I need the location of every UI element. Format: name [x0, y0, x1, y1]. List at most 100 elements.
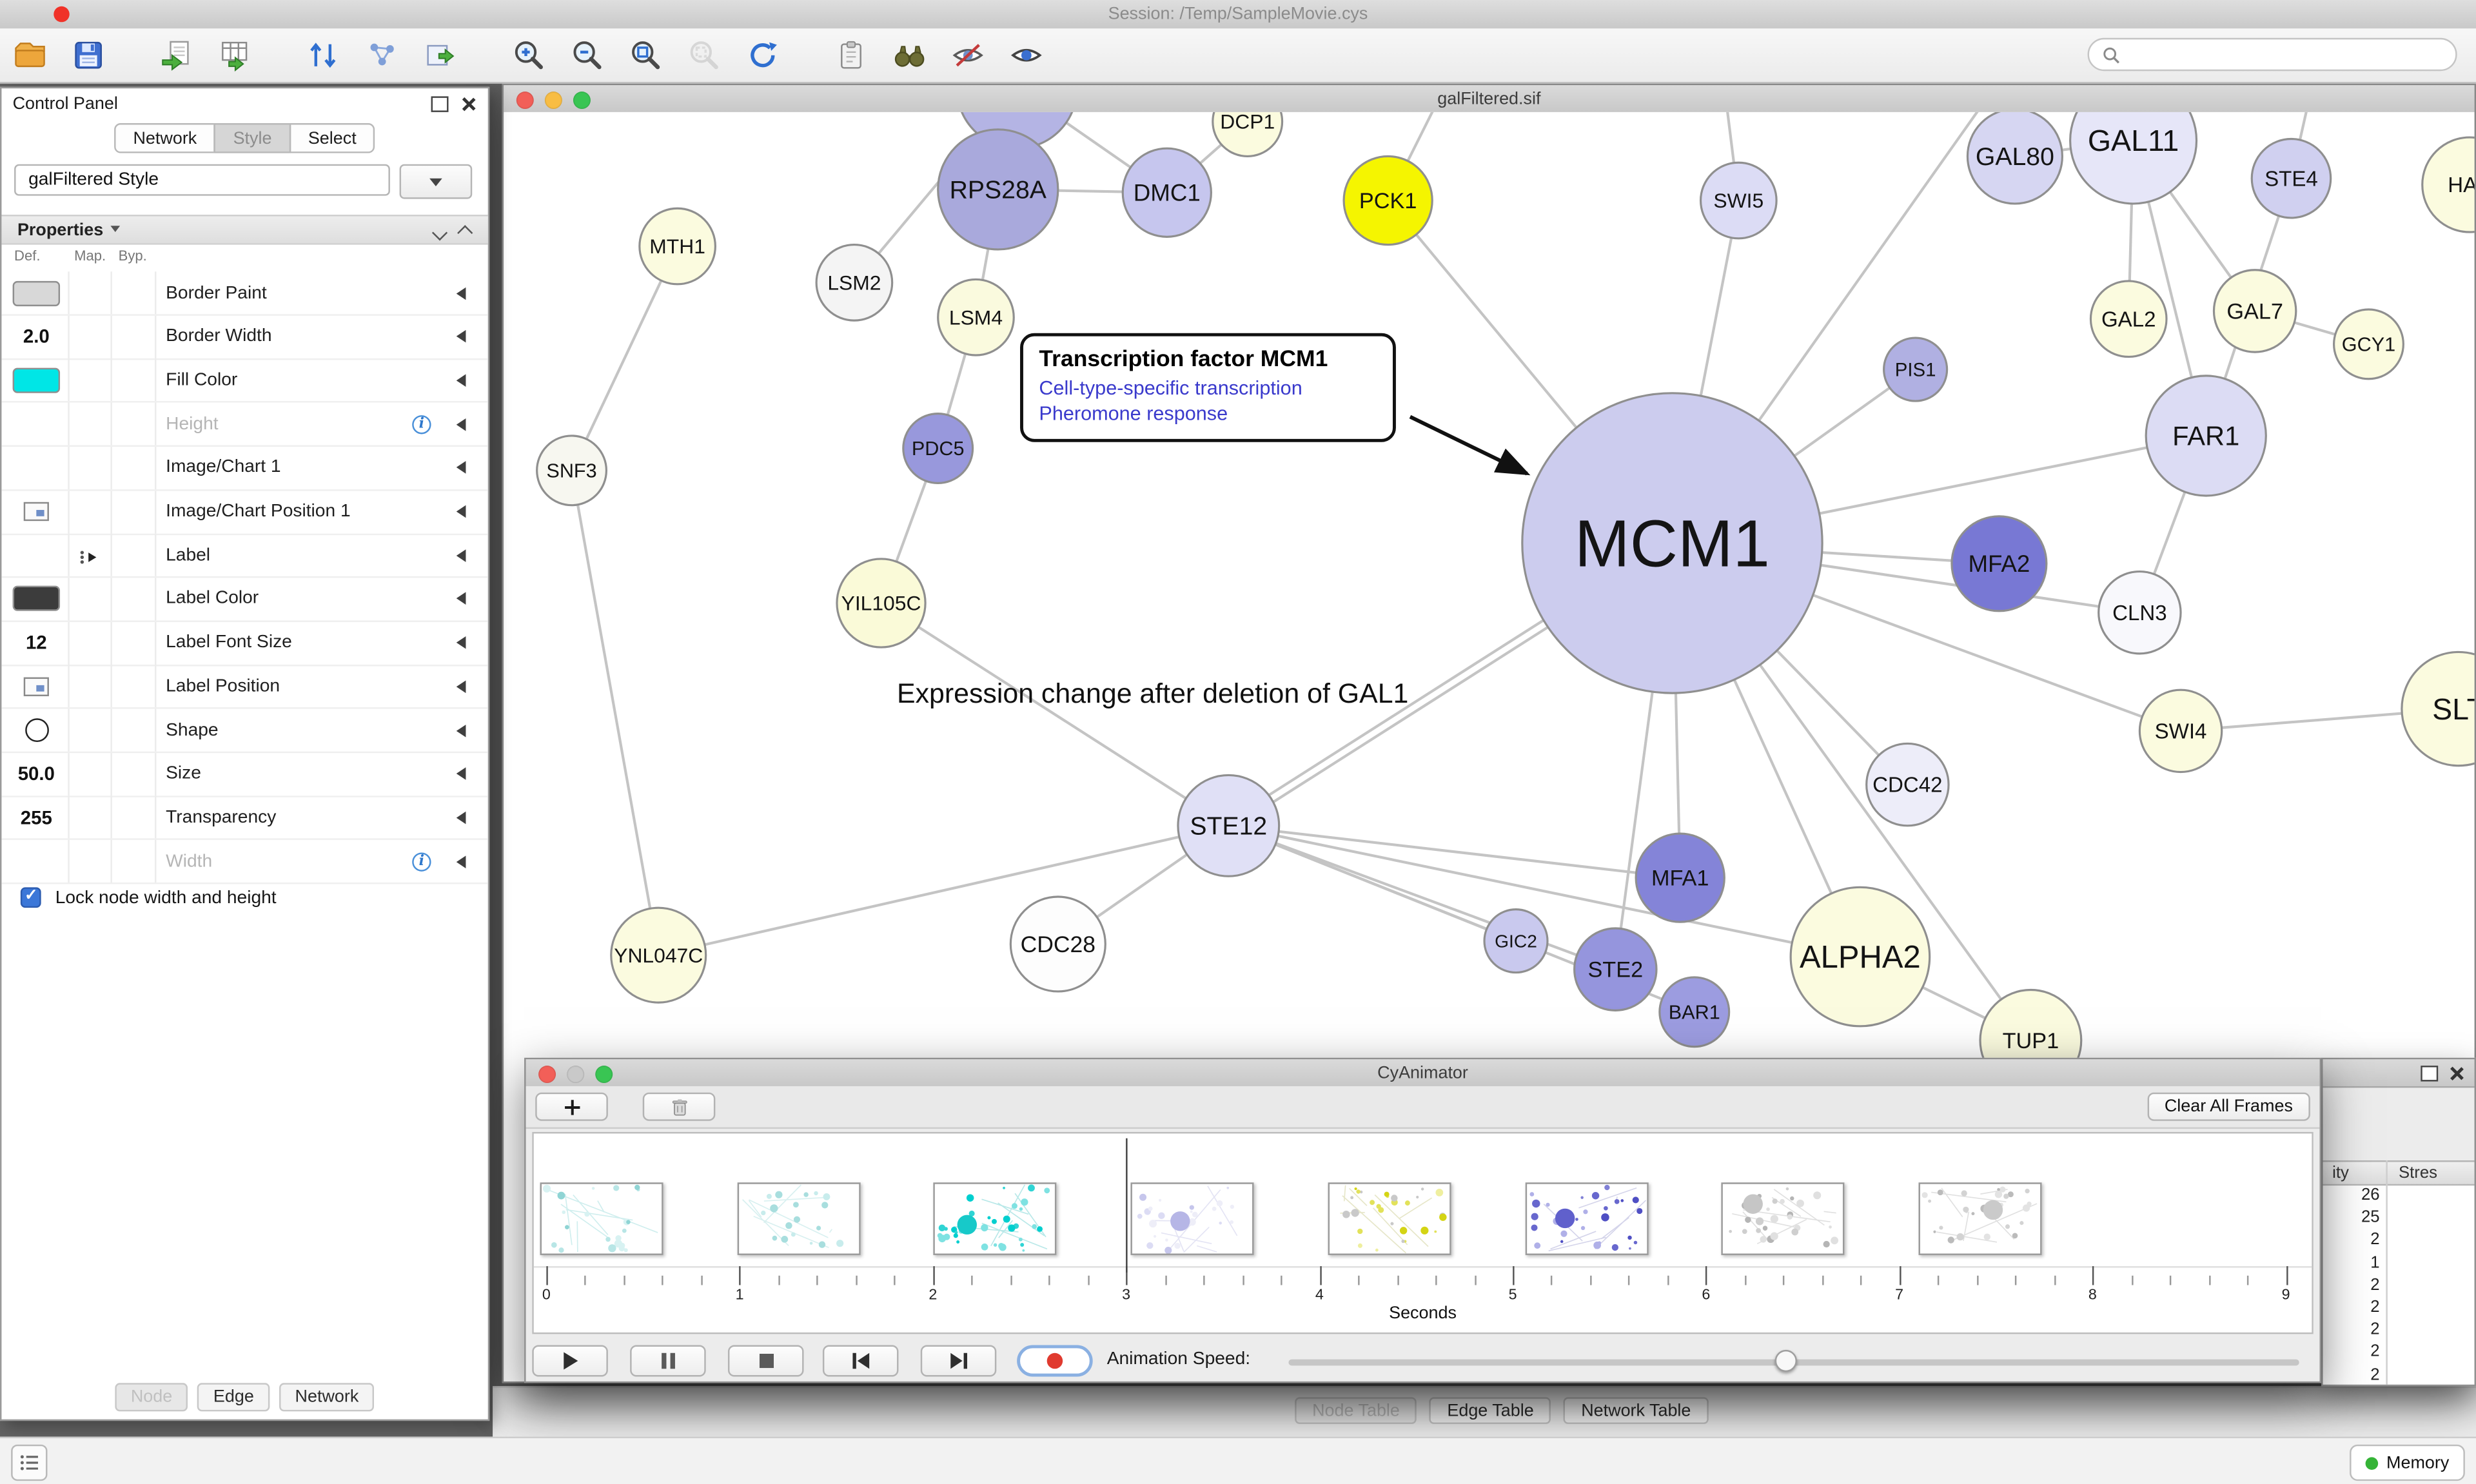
- network-node-mcm1[interactable]: MCM1: [1521, 392, 1823, 694]
- delete-frame-button[interactable]: [642, 1092, 716, 1121]
- frame-thumbnail-2[interactable]: [736, 1182, 860, 1255]
- network-edge[interactable]: [658, 824, 1229, 957]
- find-button[interactable]: [889, 35, 930, 74]
- annotation-box[interactable]: Transcription factor MCM1 Cell-type-spec…: [1020, 333, 1396, 442]
- record-button[interactable]: [1017, 1345, 1093, 1377]
- zoom-fit-button[interactable]: [625, 35, 667, 74]
- close-panel-icon[interactable]: [461, 96, 477, 112]
- open-session-button[interactable]: [10, 35, 51, 74]
- expand-arrow-icon[interactable]: [456, 855, 466, 868]
- bypass-cell[interactable]: [112, 709, 153, 752]
- expand-arrow-icon[interactable]: [456, 811, 466, 825]
- network-node-gal80[interactable]: GAL80: [1966, 112, 2063, 205]
- bypass-cell[interactable]: [112, 534, 153, 576]
- import-table-button[interactable]: [215, 35, 256, 74]
- expand-arrow-icon[interactable]: [456, 680, 466, 693]
- expand-arrow-icon[interactable]: [456, 636, 466, 649]
- table-row[interactable]: 2: [2323, 1298, 2474, 1320]
- bypass-cell[interactable]: [112, 315, 153, 358]
- mapping-cell[interactable]: [70, 403, 111, 445]
- close-table-icon[interactable]: [2449, 1066, 2464, 1081]
- apply-layout-button[interactable]: [742, 35, 783, 74]
- table-row[interactable]: 25: [2323, 1208, 2474, 1231]
- mapping-cell[interactable]: [70, 665, 111, 708]
- bypass-cell[interactable]: [112, 578, 153, 620]
- mapping-cell[interactable]: [70, 447, 111, 489]
- expand-all-icon[interactable]: [460, 226, 473, 239]
- search-field[interactable]: [2087, 37, 2457, 72]
- network-node-mfa2[interactable]: MFA2: [1950, 515, 2048, 612]
- network-node-gal2[interactable]: GAL2: [2089, 280, 2168, 358]
- lock-checkbox[interactable]: [20, 887, 41, 908]
- network-node-mth1[interactable]: MTH1: [638, 207, 716, 286]
- network-window-titlebar[interactable]: galFiltered.sif: [504, 85, 2475, 114]
- bypass-cell[interactable]: [112, 359, 153, 402]
- float-panel-icon[interactable]: [431, 96, 449, 112]
- bypass-cell[interactable]: [112, 447, 153, 489]
- default-value-cell[interactable]: 12: [5, 621, 68, 664]
- network-node-lsm4[interactable]: LSM4: [937, 278, 1015, 356]
- hide-selected-button[interactable]: [947, 35, 988, 74]
- add-frame-button[interactable]: [535, 1092, 608, 1121]
- style-selector-dropdown-button[interactable]: [399, 164, 473, 199]
- network-node-pdc5[interactable]: PDC5: [902, 413, 974, 484]
- stop-button[interactable]: [727, 1345, 804, 1377]
- animator-close-button[interactable]: [538, 1064, 556, 1082]
- bypass-cell[interactable]: [112, 403, 153, 445]
- table-row[interactable]: 2: [2323, 1275, 2474, 1298]
- mapping-cell[interactable]: [70, 752, 111, 795]
- property-row-label-color[interactable]: Label Color: [1, 578, 488, 622]
- table-row[interactable]: 2: [2323, 1231, 2474, 1253]
- expand-arrow-icon[interactable]: [456, 374, 466, 387]
- network-node-dcp1[interactable]: DCP1: [1212, 112, 1284, 158]
- network-node-ste2[interactable]: STE2: [1573, 927, 1658, 1011]
- minimize-window-button[interactable]: [544, 90, 562, 108]
- timeline-playhead[interactable]: [1126, 1138, 1128, 1273]
- zoom-in-button[interactable]: [509, 35, 550, 74]
- network-node-cln3[interactable]: CLN3: [2098, 570, 2182, 655]
- zoom-selected-button[interactable]: [683, 35, 725, 74]
- network-node-slt[interactable]: SLT: [2401, 650, 2475, 767]
- network-node-gcy1[interactable]: GCY1: [2333, 308, 2404, 380]
- network-node-yil105c[interactable]: YIL105C: [836, 558, 927, 649]
- expand-arrow-icon[interactable]: [456, 549, 466, 562]
- property-row-fill-color[interactable]: Fill Color: [1, 358, 488, 404]
- bypass-cell[interactable]: [112, 271, 153, 314]
- default-value-cell[interactable]: [5, 490, 68, 532]
- network-node-far1[interactable]: FAR1: [2145, 375, 2267, 497]
- mapping-cell[interactable]: [70, 315, 111, 358]
- frame-thumbnail-5[interactable]: [1328, 1182, 1451, 1255]
- network-node-rps28a[interactable]: RPS28A: [937, 128, 1059, 251]
- mapping-cell[interactable]: [70, 359, 111, 402]
- network-edge[interactable]: [880, 601, 1230, 827]
- zoom-out-button[interactable]: [567, 35, 608, 74]
- property-row-border-paint[interactable]: Border Paint: [1, 271, 488, 316]
- network-node-bar1[interactable]: BAR1: [1658, 976, 1731, 1048]
- frame-thumbnail-7[interactable]: [1721, 1182, 1845, 1255]
- network-node-cdc42[interactable]: CDC42: [1865, 742, 1950, 827]
- network-node-cdc28[interactable]: CDC28: [1009, 895, 1106, 993]
- table-window-titlebar[interactable]: [2323, 1059, 2475, 1088]
- network-node-alpha2[interactable]: ALPHA2: [1789, 886, 1931, 1028]
- bypass-cell[interactable]: [112, 840, 153, 883]
- previous-frame-button[interactable]: [822, 1345, 899, 1377]
- network-node-pck1[interactable]: PCK1: [1342, 155, 1433, 246]
- mapping-cell[interactable]: [70, 796, 111, 839]
- expand-arrow-icon[interactable]: [456, 461, 466, 474]
- network-node-hap[interactable]: HAP: [2421, 136, 2475, 233]
- panel-menu-button[interactable]: [11, 1444, 48, 1481]
- style-selector[interactable]: galFiltered Style: [14, 164, 390, 196]
- tab-node-table[interactable]: Node Table: [1295, 1397, 1417, 1424]
- expand-arrow-icon[interactable]: [456, 723, 466, 737]
- property-row-image-chart-position-1[interactable]: Image/Chart Position 1: [1, 490, 488, 534]
- annotation-link-1[interactable]: Cell-type-specific transcription: [1039, 376, 1302, 399]
- panel-tab-node[interactable]: Node: [115, 1383, 188, 1412]
- save-session-button[interactable]: [68, 35, 109, 74]
- mapping-cell[interactable]: [70, 709, 111, 752]
- mapping-cell[interactable]: [70, 534, 111, 576]
